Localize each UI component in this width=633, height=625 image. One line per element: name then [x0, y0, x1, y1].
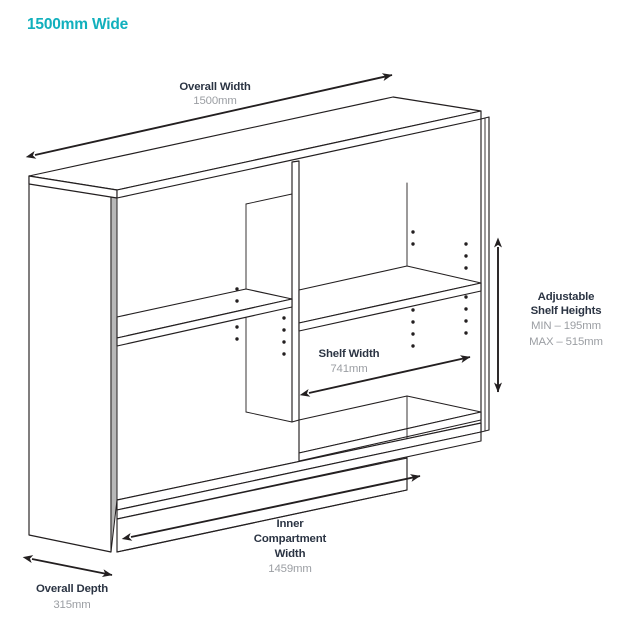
shelf-width-value: 741mm [330, 363, 367, 375]
overall-width-label: Overall Width [179, 81, 251, 93]
centre-divider-panel [291, 160, 300, 423]
adjustable-shelf-heights-label-line1: Adjustable [538, 291, 595, 303]
inner-compartment-width-label-line3: Width [275, 548, 306, 560]
left-side-panel-outer [28, 175, 112, 553]
peg-holes-right-front-upper [464, 242, 468, 335]
dimension-inner-compartment-width: Inner Compartment Width 1459mm [121, 474, 421, 575]
dimension-overall-width: Overall Width 1500mm [25, 73, 393, 159]
overall-depth-arrow [22, 555, 113, 578]
inner-compartment-width-arrow [121, 474, 421, 541]
adjustable-shelf-heights-min: MIN – 195mm [531, 320, 601, 332]
dimension-adjustable-shelf-heights: Adjustable Shelf Heights MIN – 195mm MAX… [494, 237, 603, 393]
adjustable-shelf-heights-max: MAX – 515mm [529, 336, 603, 348]
centre-divider-rear-line [245, 411, 293, 423]
centre-divider-rear-top [245, 193, 293, 205]
inner-compartment-width-label-line1: Inner [276, 518, 304, 530]
overall-width-value: 1500mm [193, 95, 236, 107]
shelf-right-lower-front-edge [298, 411, 482, 462]
shelf-right-front-edge [298, 282, 482, 332]
page-title: 1500mm Wide [27, 16, 129, 33]
shelf-left-front-edge [116, 298, 293, 347]
dimension-shelf-width: Shelf Width 741mm [299, 348, 471, 397]
cabinet-assembly [28, 96, 490, 553]
overall-depth-value: 315mm [53, 599, 90, 611]
overall-depth-label: Overall Depth [36, 583, 108, 595]
peg-holes-left-rear [282, 316, 286, 356]
inner-compartment-width-value: 1459mm [268, 563, 311, 575]
adjustable-shelf-heights-label-line2: Shelf Heights [531, 305, 602, 317]
dimension-overall-depth: Overall Depth 315mm [22, 555, 113, 611]
peg-holes-right-rear-upper [411, 230, 415, 348]
left-side-panel-inner-edge [110, 189, 118, 553]
inner-compartment-width-label-line2: Compartment [254, 533, 327, 545]
overall-width-arrow [25, 73, 393, 159]
peg-holes-left-front [235, 287, 239, 341]
shelf-width-label: Shelf Width [319, 348, 380, 360]
shelf-width-arrow [299, 355, 471, 397]
